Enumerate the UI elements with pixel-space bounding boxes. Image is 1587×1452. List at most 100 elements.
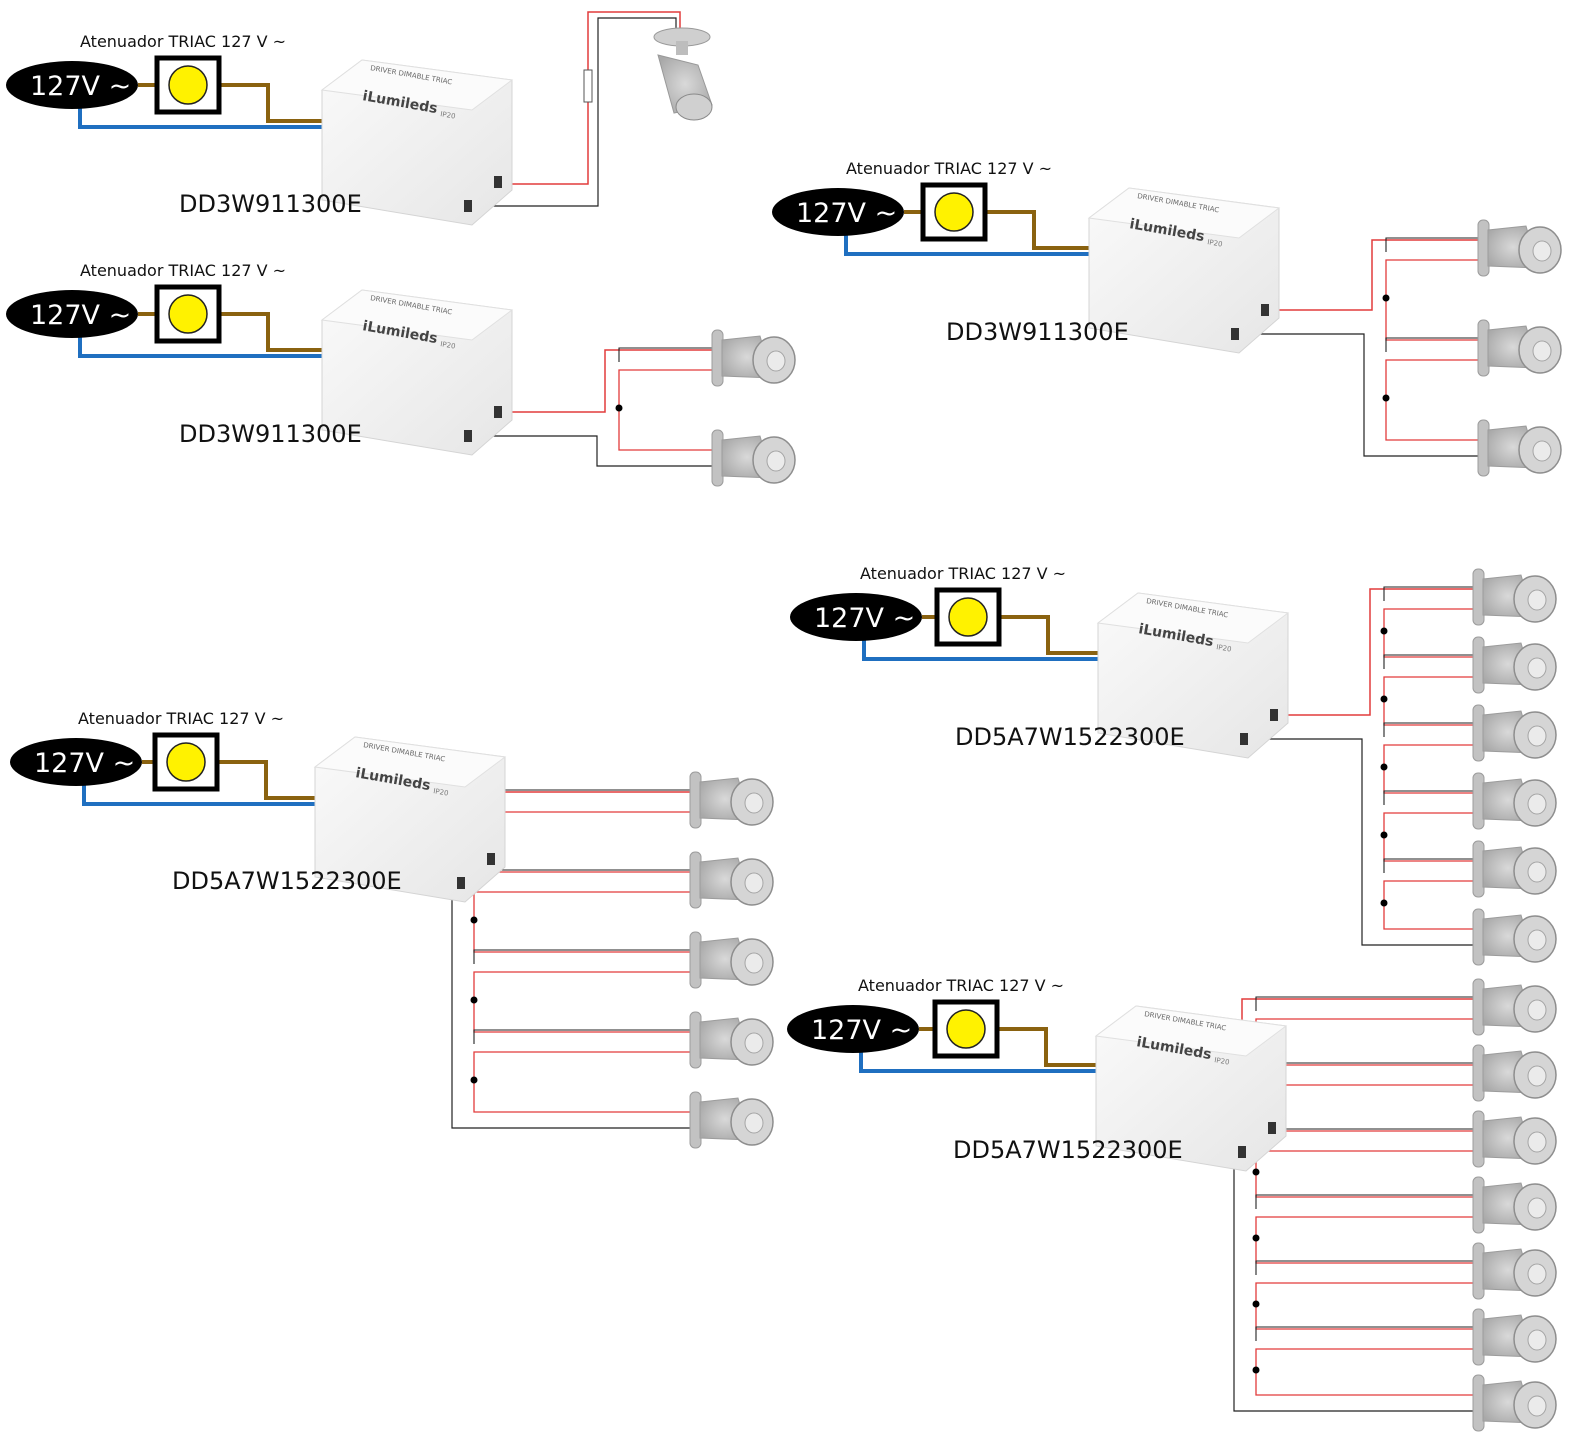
spotlight-icon: [689, 1011, 774, 1069]
driver-top: [1094, 1005, 1288, 1057]
led-jumper-positive: [1255, 1150, 1473, 1198]
spotlight-icon: [689, 771, 774, 829]
spotlight-flange: [1472, 636, 1485, 694]
source-label: 127V ~: [811, 1015, 912, 1046]
spotlight-flange: [1477, 219, 1490, 277]
dimmer-knob-icon: Atenuador TRIAC 127 V ~: [80, 261, 286, 344]
source-ellipse: [6, 61, 138, 109]
spotlight-icon: [1477, 219, 1562, 277]
spotlight-lens-inner: [1527, 1329, 1547, 1351]
spotlight-icon: [1472, 978, 1557, 1036]
led-positive-wire: [1278, 588, 1473, 716]
driver-terminal-pos: [487, 853, 495, 865]
driver-terminal-pos: [1261, 304, 1269, 316]
dimmer-label: Atenuador TRIAC 127 V ~: [846, 159, 1052, 178]
neutral-wire: [862, 637, 1098, 661]
led-jumper-negative: [1383, 586, 1473, 601]
spotlight-lens-inner: [1527, 657, 1547, 679]
spotlight-flange: [689, 771, 702, 829]
spotlight-flange: [1472, 1308, 1485, 1366]
led-positive-wire: [502, 11, 681, 185]
junction-dot-icon: [470, 996, 478, 1004]
led-jumper-negative: [1255, 1194, 1473, 1209]
spotlight-lens: [675, 93, 713, 121]
spotlight-lens-inner: [744, 1112, 764, 1134]
dimmer-label: Atenuador TRIAC 127 V ~: [80, 32, 286, 51]
source-label: 127V ~: [34, 748, 135, 779]
dimmer-knob-icon: Atenuador TRIAC 127 V ~: [860, 564, 1066, 647]
spotlight-flange: [1472, 568, 1485, 626]
source-ellipse: [787, 1005, 919, 1053]
dimmer-knob-icon: Atenuador TRIAC 127 V ~: [80, 32, 286, 115]
spotlight-icon: [1472, 636, 1557, 694]
led-jumper-negative: [1385, 337, 1478, 352]
led-jumper-positive: [473, 811, 690, 873]
spotlight-lens-inner: [1527, 1197, 1547, 1219]
junction-dot-icon: [1380, 627, 1388, 635]
spotlight-lens-inner: [766, 350, 786, 372]
spotlight-flange: [1472, 1176, 1485, 1234]
dimmer-label: Atenuador TRIAC 127 V ~: [858, 976, 1064, 995]
junction-dot-icon: [1380, 899, 1388, 907]
spotlight-icon: [1472, 1110, 1557, 1168]
spotlight-icon: [1472, 1308, 1557, 1366]
driver-terminal-pos: [494, 406, 502, 418]
driver-rating: IP20: [1214, 1056, 1230, 1067]
led-negative-wire: [451, 882, 690, 1129]
source-label: 127V ~: [30, 300, 131, 331]
spotlight-icon: [711, 329, 796, 387]
led-jumper-negative: [473, 949, 690, 964]
spotlight-lens-inner: [744, 1032, 764, 1054]
spotlight-icon: [1472, 1242, 1557, 1300]
spotlight-lens-inner: [1532, 240, 1552, 262]
junction-dot-icon: [1382, 394, 1390, 402]
ac-source-icon: 127V ~: [772, 188, 904, 236]
spotlight-flange: [689, 931, 702, 989]
driver-rating: IP20: [433, 787, 449, 798]
junction-dot-icon: [1382, 294, 1390, 302]
led-jumper-positive: [1385, 359, 1478, 441]
driver-top: [313, 736, 507, 788]
spotlight-lens-inner: [766, 450, 786, 472]
dimmer-label: Atenuador TRIAC 127 V ~: [78, 709, 284, 728]
spotlight-stem: [676, 41, 688, 55]
spotlight-icon: [1472, 1044, 1557, 1102]
dimmer-knob: [934, 192, 974, 232]
dimmer-knob: [946, 1009, 986, 1049]
ac-source-icon: 127V ~: [6, 61, 138, 109]
ac-source-icon: 127V ~: [10, 738, 142, 786]
spotlight-icon: [1472, 568, 1557, 626]
spotlight-flange: [689, 1091, 702, 1149]
led-negative-wire: [470, 17, 677, 207]
spotlight-flange: [1477, 419, 1490, 477]
led-jumper-negative: [1383, 722, 1473, 737]
led-negative-wire: [1246, 738, 1473, 946]
junction-dot-icon: [470, 916, 478, 924]
spotlight-flange: [1472, 1374, 1485, 1432]
spotlight-icon: [689, 1091, 774, 1149]
led-negative-wire: [1233, 1151, 1473, 1412]
spotlight-lens-inner: [1527, 725, 1547, 747]
source-ellipse: [10, 738, 142, 786]
spotlight-lens-inner: [1527, 793, 1547, 815]
spotlight-lens-inner: [1527, 1065, 1547, 1087]
led-jumper-positive: [473, 891, 690, 953]
dimmer-knob-icon: Atenuador TRIAC 127 V ~: [78, 709, 284, 792]
spotlight-flange: [711, 429, 724, 487]
components-layer: 127V ~Atenuador TRIAC 127 V ~DRIVER DIMA…: [6, 27, 1562, 1432]
spotlight-lens-inner: [1527, 861, 1547, 883]
led-jumper-positive: [1255, 1348, 1473, 1396]
led-negative-wire: [470, 435, 712, 467]
led-jumper-positive: [1255, 1216, 1473, 1264]
spotlight-icon: [1472, 704, 1557, 762]
spotlight-flange: [1472, 772, 1485, 830]
spotlight-flange: [1472, 908, 1485, 966]
source-ellipse: [772, 188, 904, 236]
driver-model-label: DD5A7W1522300E: [172, 867, 402, 895]
ac-source-icon: 127V ~: [787, 1005, 919, 1053]
